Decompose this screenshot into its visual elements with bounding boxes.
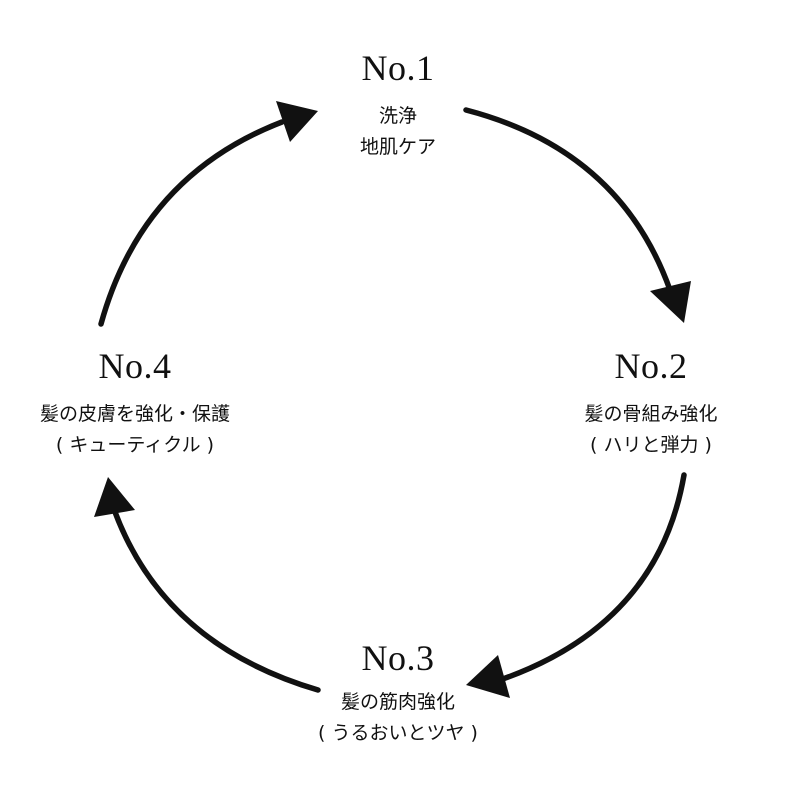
step-2: No.2 髪の骨組み強化 ( ハリと弾力 ): [501, 346, 800, 461]
step-1-line1: 洗浄: [378, 105, 417, 127]
arrowhead-1-to-2: [650, 281, 691, 323]
arrowhead-4-to-1: [276, 101, 318, 142]
step-4: No.4 髪の皮膚を強化・保護 ( キューティクル ): [0, 346, 285, 461]
step-2-number: No.2: [614, 346, 688, 386]
step-1: No.1 洗浄 地肌ケア: [248, 48, 548, 163]
step-3-number: No.3: [361, 638, 435, 678]
step-3-line2: ( うるおいとツヤ ): [318, 722, 478, 744]
step-4-number: No.4: [98, 346, 172, 386]
arrow-4-to-1: [98, 119, 285, 327]
arrow-3-to-4: [112, 509, 321, 693]
step-2-line2: ( ハリと弾力 ): [590, 434, 712, 456]
step-4-line2: ( キューティクル ): [55, 434, 215, 456]
arrow-2-to-3: [497, 472, 687, 683]
step-3: No.3 髪の筋肉強化 ( うるおいとツヤ ): [248, 638, 548, 749]
step-1-number: No.1: [361, 48, 435, 88]
step-2-line1: 髪の骨組み強化: [584, 403, 718, 425]
step-1-line2: 地肌ケア: [359, 136, 436, 158]
step-3-line1: 髪の筋肉強化: [340, 691, 455, 713]
arrowhead-2-to-3: [466, 655, 510, 698]
arrowhead-3-to-4: [94, 477, 135, 517]
step-4-line1: 髪の皮膚を強化・保護: [39, 403, 230, 425]
arrow-1-to-2: [463, 107, 673, 293]
